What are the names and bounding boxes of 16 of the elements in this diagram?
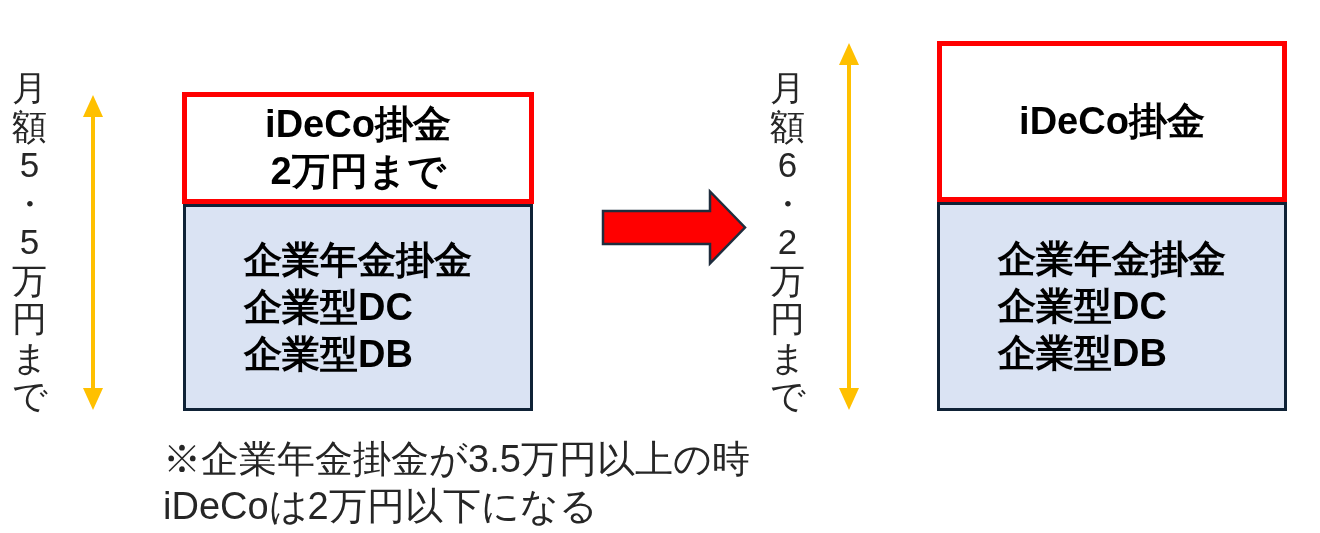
box-text: 企業年金掛金 <box>244 238 472 283</box>
box-text: 企業型DC <box>244 285 413 330</box>
box-text: 企業型DB <box>998 331 1167 376</box>
vertical-label: 月額6・2万円まで <box>770 69 805 416</box>
block-arrow <box>601 188 747 267</box>
box-text: 企業年金掛金 <box>998 237 1226 282</box>
pension-plan-box <box>183 204 533 411</box>
contribution-box <box>182 92 534 204</box>
vertical-label: 月額5・5万円まで <box>12 69 47 416</box>
box-text: iDeCo掛金2万円まで <box>264 102 452 194</box>
box-text: 企業型DB <box>244 332 413 377</box>
box-text: iDeCo掛金 <box>1019 99 1205 144</box>
contribution-box <box>937 41 1287 202</box>
note-text: ※企業年金掛金が3.5万円以上の時iDeCoは2万円以下になる <box>163 437 751 529</box>
pension-plan-box <box>937 202 1287 411</box>
box-text: 企業型DC <box>998 284 1167 329</box>
